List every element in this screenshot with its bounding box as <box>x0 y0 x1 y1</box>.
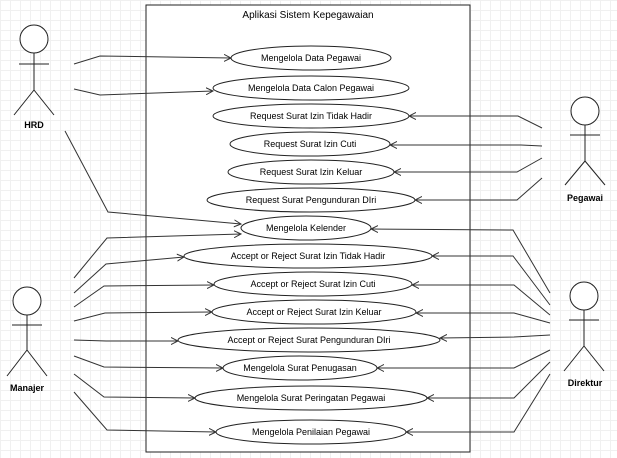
use-case-accept-reject-pengunduran-diri[interactable]: Accept or Reject Surat Pengunduran DIri <box>177 327 441 353</box>
use-case-label: Mengelola Data Pegawai <box>261 53 361 63</box>
association-line-manajer <box>73 391 216 432</box>
use-case-request-izin-cuti[interactable]: Request Surat Izin Cuti <box>229 131 391 157</box>
use-case-label: Accept or Reject Surat Pengunduran DIri <box>227 335 390 345</box>
use-cases: Mengelola Data Pegawai Mengelola Data Ca… <box>177 45 441 445</box>
actor-label: HRD <box>24 120 44 130</box>
use-case-label: Mengelola Penilaian Pegawai <box>252 427 370 437</box>
use-case-ellipse[interactable] <box>211 299 417 325</box>
association-line-hrd <box>64 130 241 224</box>
use-case-mengelola-data-pegawai[interactable]: Mengelola Data Pegawai <box>230 45 392 71</box>
actor-label: Direktur <box>568 378 603 388</box>
use-case-ellipse[interactable] <box>194 385 428 411</box>
use-case-accept-reject-cuti[interactable]: Accept or Reject Surat Izin Cuti <box>213 271 413 297</box>
use-case-ellipse[interactable] <box>227 159 395 185</box>
association-line-manajer <box>73 355 223 368</box>
use-case-label: Mengelola Surat Penugasan <box>243 363 357 373</box>
association-line-manajer <box>73 257 184 294</box>
system-title: Aplikasi Sistem Kepegawaian <box>242 10 373 21</box>
use-case-mengelola-penilaian-pegawai[interactable]: Mengelola Penilaian Pegawai <box>215 419 407 445</box>
association-line-manajer <box>73 312 212 322</box>
actor-direktur[interactable]: Direktur <box>563 281 605 388</box>
association-line-direktur <box>377 349 551 368</box>
use-case-accept-reject-keluar[interactable]: Accept or Reject Surat Izin Keluar <box>211 299 417 325</box>
use-case-ellipse[interactable] <box>215 419 407 445</box>
use-case-ellipse[interactable] <box>229 131 391 157</box>
use-case-accept-reject-tidak-hadir[interactable]: Accept or Reject Surat Izin Tidak Hadir <box>183 243 433 269</box>
use-case-label: Request Surat Izin Cuti <box>264 139 357 149</box>
association-line-direktur <box>371 229 551 294</box>
stick-figure-icon <box>6 286 48 377</box>
use-case-label: Request Surat Pengunduran DIri <box>246 195 377 205</box>
use-case-ellipse[interactable] <box>230 45 392 71</box>
association-line-manajer <box>73 373 195 398</box>
association-line-pegawai <box>409 116 543 129</box>
association-line-manajer <box>73 340 178 341</box>
use-case-request-izin-tidak-hadir[interactable]: Request Surat Izin Tidak Hadir <box>212 103 410 129</box>
use-case-mengelola-data-calon-pegawai[interactable]: Mengelola Data Calon Pegawai <box>212 75 410 101</box>
association-line-direktur <box>440 335 551 338</box>
association-line-direktur <box>432 256 551 306</box>
use-case-label: Mengelola Data Calon Pegawai <box>248 83 374 93</box>
use-case-label: Request Surat Izin Keluar <box>260 167 363 177</box>
use-case-mengelola-surat-penugasan[interactable]: Mengelola Surat Penugasan <box>222 355 378 381</box>
actor-hrd[interactable]: HRD <box>13 24 55 130</box>
actor-manajer[interactable]: Manajer <box>6 286 48 393</box>
use-case-label: Accept or Reject Surat Izin Cuti <box>250 279 375 289</box>
association-line-pegawai <box>390 145 543 146</box>
use-case-label: Accept or Reject Surat Izin Keluar <box>246 307 381 317</box>
use-case-ellipse[interactable] <box>212 103 410 129</box>
use-case-ellipse[interactable] <box>222 355 378 381</box>
use-case-ellipse[interactable] <box>177 327 441 353</box>
use-case-mengelola-kelender[interactable]: Mengelola Kelender <box>240 215 372 241</box>
stick-figure-icon <box>13 24 55 116</box>
use-case-mengelola-surat-peringatan[interactable]: Mengelola Surat Peringatan Pegawai <box>194 385 428 411</box>
association-line-direktur <box>416 313 551 324</box>
stick-figure-icon <box>563 281 605 372</box>
use-case-ellipse[interactable] <box>240 215 372 241</box>
association-line-hrd <box>73 56 231 65</box>
association-line-manajer <box>73 234 241 279</box>
use-case-ellipse[interactable] <box>183 243 433 269</box>
use-case-request-izin-keluar[interactable]: Request Surat Izin Keluar <box>227 159 395 185</box>
use-case-ellipse[interactable] <box>212 75 410 101</box>
association-lines <box>64 56 551 432</box>
use-case-label: Mengelola Surat Peringatan Pegawai <box>237 393 386 403</box>
use-case-label: Accept or Reject Surat Izin Tidak Hadir <box>231 251 386 261</box>
use-case-ellipse[interactable] <box>206 187 416 213</box>
association-line-manajer <box>73 285 214 308</box>
association-line-hrd <box>73 89 213 96</box>
association-line-direktur <box>412 285 551 316</box>
association-line-pegawai <box>394 157 543 172</box>
use-case-label: Request Surat Izin Tidak Hadir <box>250 111 372 121</box>
association-line-pegawai <box>415 177 543 200</box>
stick-figure-icon <box>564 96 606 186</box>
association-line-direktur <box>427 361 551 398</box>
use-case-ellipse[interactable] <box>213 271 413 297</box>
actor-label: Pegawai <box>567 193 603 203</box>
use-case-label: Mengelola Kelender <box>266 223 346 233</box>
association-line-direktur <box>406 373 551 432</box>
actor-pegawai[interactable]: Pegawai <box>564 96 606 203</box>
actor-label: Manajer <box>10 383 45 393</box>
use-case-request-pengunduran-diri[interactable]: Request Surat Pengunduran DIri <box>206 187 416 213</box>
